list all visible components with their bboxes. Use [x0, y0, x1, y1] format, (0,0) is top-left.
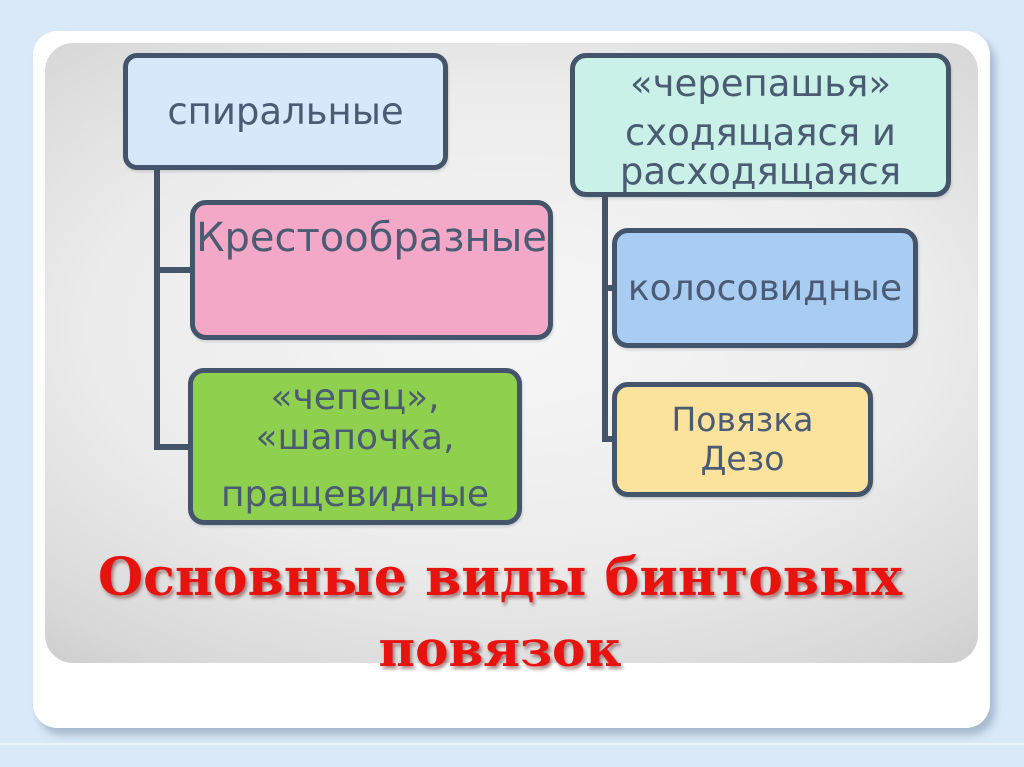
node-spiralnye: спиральные: [123, 53, 448, 170]
connector-right-to-kolosovidnye: [602, 285, 614, 291]
node-kolosovidnye: колосовидные: [612, 228, 918, 348]
title-line-1: Основные виды бинтовых: [97, 547, 903, 608]
node-krestoobraznye-label: Крестообразные: [196, 215, 547, 261]
node-cherepashya: «черепашья» сходящаяся и расходящаяся: [570, 53, 951, 197]
node-kolosovidnye-label: колосовидные: [627, 267, 903, 309]
node-dezo-line-1: Повязка: [671, 399, 814, 439]
node-chepets-shapochka-prashchevidnye: «чепец», «шапочка, пращевидные: [188, 368, 522, 525]
connector-left-to-krestoobraznye: [154, 267, 192, 273]
title-line-2: повязок: [378, 619, 622, 678]
node-cherepashya-line-3: расходящаяся: [619, 150, 902, 194]
node-krestoobraznye: Крестообразные: [190, 200, 553, 340]
connector-right-vertical: [602, 193, 608, 440]
connector-left-vertical: [154, 168, 160, 450]
node-chepets-line-1: «чепец»,: [270, 377, 440, 419]
node-chepets-line-2: «шапочка,: [255, 417, 455, 459]
background-highlight-line: [0, 743, 1024, 745]
connector-right-to-dezo: [602, 436, 614, 442]
node-cherepashya-line-1: «черепашья»: [630, 62, 891, 105]
node-cherepashya-line-2: сходящаяся и: [625, 111, 896, 155]
connector-left-to-chepets: [154, 444, 190, 450]
node-spiralnye-label: спиральные: [167, 90, 404, 133]
slide-title: Основные виды бинтовых повязок: [40, 552, 960, 674]
node-dezo-line-2: Дезо: [700, 438, 785, 478]
node-povyazka-dezo: Повязка Дезо: [612, 382, 873, 497]
node-chepets-line-3: пращевидные: [220, 473, 490, 515]
